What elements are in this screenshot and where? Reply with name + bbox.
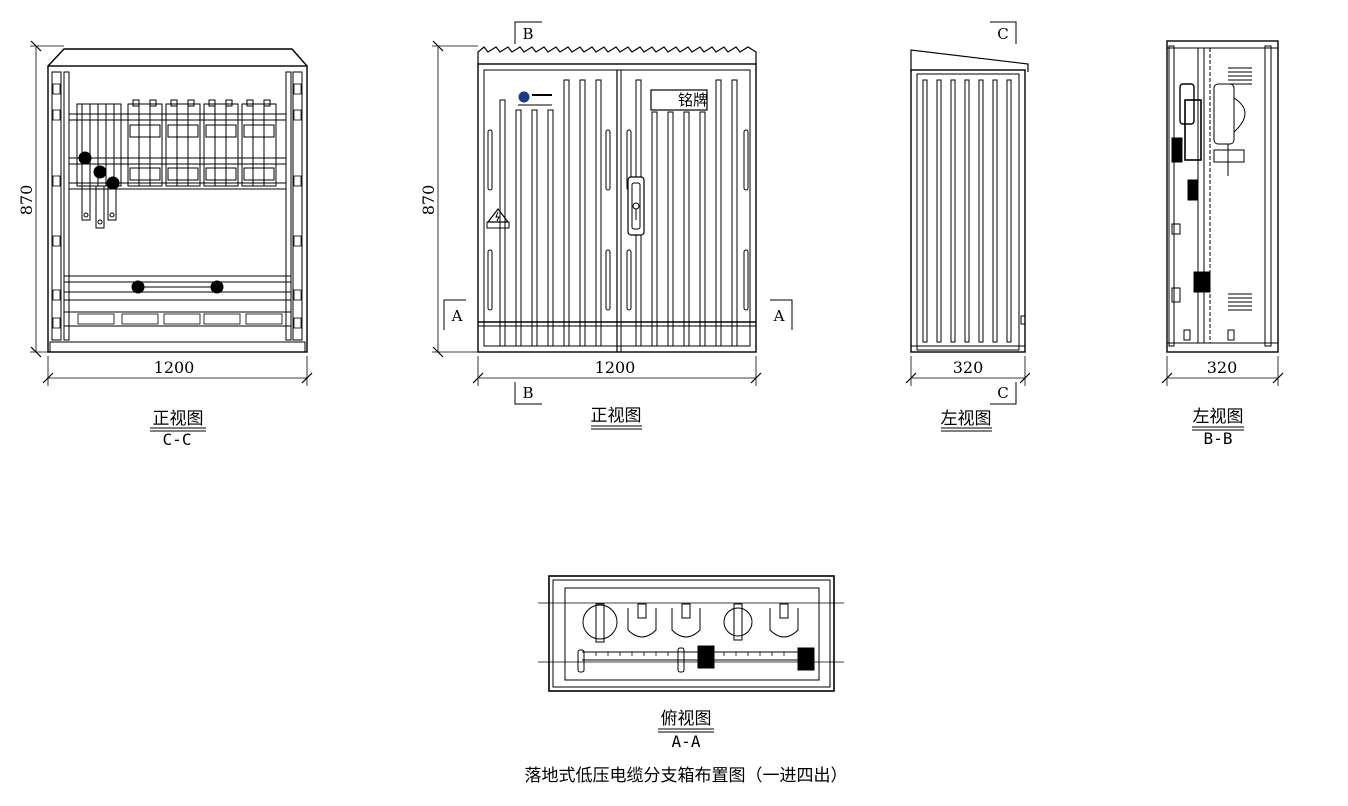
marker-a-left: A bbox=[451, 307, 463, 325]
front-view bbox=[432, 21, 793, 405]
left-caption: 左视图 bbox=[941, 409, 992, 429]
drawing-title: 落地式低压电缆分支箱布置图（一进四出） bbox=[525, 766, 848, 786]
rail-ticks bbox=[595, 652, 785, 656]
left-view bbox=[905, 21, 1031, 405]
cable-glands bbox=[582, 603, 799, 643]
nameplate-label: 铭牌 bbox=[678, 91, 708, 109]
left-section-section-label: B-B bbox=[1204, 429, 1233, 448]
front-caption: 正视图 bbox=[591, 406, 642, 426]
fin-stack-top bbox=[1228, 67, 1252, 85]
front-section-view bbox=[30, 40, 313, 386]
marker-c-bottom: C bbox=[997, 384, 1008, 402]
top-section-label: A-A bbox=[672, 732, 701, 751]
front-section-height-label: 870 bbox=[17, 185, 36, 216]
marker-b-bottom: B bbox=[522, 384, 533, 402]
front-section-caption: 正视图 bbox=[153, 409, 204, 429]
top-caption: 俯视图 bbox=[661, 709, 712, 729]
door-ribs bbox=[487, 79, 749, 347]
left-width-label: 320 bbox=[953, 358, 984, 377]
front-height-label: 870 bbox=[419, 185, 438, 216]
marker-c-top: C bbox=[997, 25, 1008, 43]
left-section-view bbox=[1161, 40, 1284, 386]
front-section-width-label: 1200 bbox=[154, 358, 195, 377]
front-width-label: 1200 bbox=[595, 358, 636, 377]
switch-units bbox=[76, 99, 277, 187]
top-view bbox=[538, 575, 844, 692]
left-section-width-label: 320 bbox=[1207, 358, 1238, 377]
front-section-section-label: C-C bbox=[163, 430, 192, 449]
fin-stack-bottom bbox=[1228, 293, 1252, 311]
marker-b-top: B bbox=[522, 25, 533, 43]
marker-a-right: A bbox=[773, 307, 785, 325]
terminal-row bbox=[77, 313, 283, 325]
left-section-caption: 左视图 bbox=[1193, 407, 1244, 427]
post-holes bbox=[52, 83, 302, 329]
